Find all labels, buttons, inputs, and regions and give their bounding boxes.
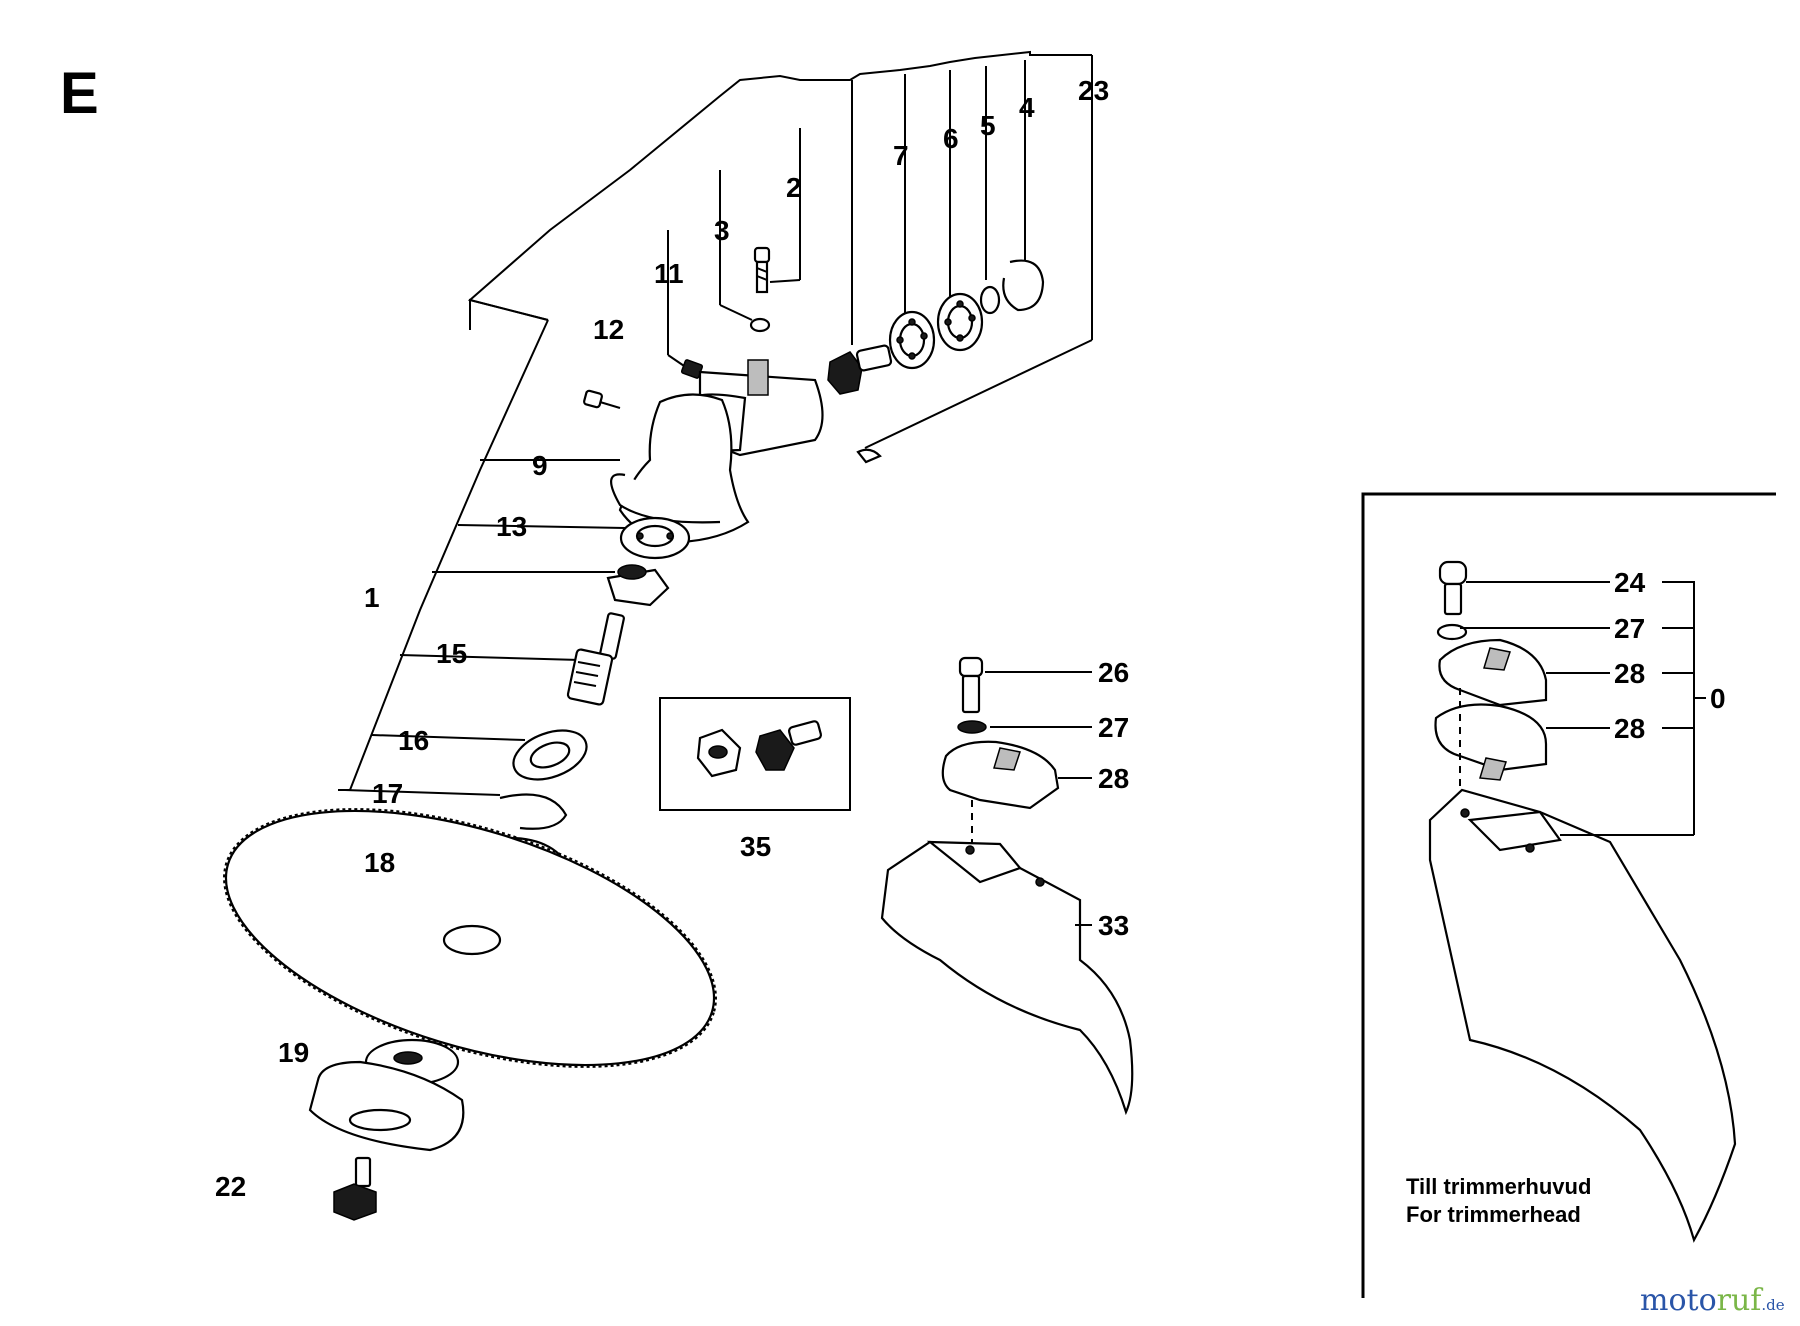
washer-part-3 bbox=[749, 317, 771, 333]
section-letter: E bbox=[60, 61, 99, 126]
inset-note-line1: Till trimmerhuvud bbox=[1406, 1174, 1591, 1199]
cutting-blade bbox=[223, 808, 717, 1068]
callout-12: 12 bbox=[593, 314, 624, 345]
shaft-part-15 bbox=[566, 612, 625, 706]
screw-part-2 bbox=[753, 246, 771, 294]
svg-text:motoruf.de: motoruf.de bbox=[1640, 1283, 1785, 1318]
watermark-logo: motoruf.de bbox=[1640, 1283, 1785, 1318]
watermark-part3: .de bbox=[1761, 1296, 1784, 1314]
callout-23: 23 bbox=[1078, 75, 1109, 106]
bearing-part-5 bbox=[936, 292, 984, 352]
callout-6: 6 bbox=[943, 123, 959, 154]
callout-11: 11 bbox=[654, 258, 684, 289]
circlip-part-4 bbox=[1002, 259, 1045, 312]
callout-4: 4 bbox=[1019, 92, 1035, 123]
gear-head-parts bbox=[223, 246, 1045, 1221]
ring-part bbox=[979, 285, 1001, 315]
callout-22: 22 bbox=[215, 1171, 246, 1202]
callout-26: 26 bbox=[1098, 657, 1129, 688]
guard-assembly bbox=[880, 656, 1134, 1116]
inset-panel bbox=[1361, 492, 1776, 1298]
inset-callout-28a: 28 bbox=[1614, 658, 1645, 689]
callout-28: 28 bbox=[1098, 763, 1129, 794]
ring-part-17 bbox=[499, 793, 568, 830]
watermark-part1: moto bbox=[1640, 1283, 1717, 1318]
callout-5: 5 bbox=[980, 110, 996, 141]
screw-part-12 bbox=[583, 389, 621, 409]
callout-16: 16 bbox=[398, 725, 429, 756]
clip-part bbox=[856, 448, 882, 464]
inset-callout-27: 27 bbox=[1614, 613, 1645, 644]
inset-callout-24: 24 bbox=[1614, 567, 1646, 598]
bearing-part-6 bbox=[888, 310, 936, 370]
inset-callout-0: 0 bbox=[1710, 683, 1726, 714]
callout-7: 7 bbox=[893, 140, 909, 171]
callout-3: 3 bbox=[714, 215, 730, 246]
kit-box-35 bbox=[659, 697, 851, 811]
watermark-part2: ruf bbox=[1717, 1283, 1764, 1318]
callout-1: 1 bbox=[364, 582, 380, 613]
assembly-bracket bbox=[338, 50, 1093, 796]
support-cup-part-19 bbox=[308, 1038, 465, 1152]
gear-housing bbox=[610, 359, 824, 544]
callout-17: 17 bbox=[372, 778, 403, 809]
callout-33: 33 bbox=[1098, 910, 1129, 941]
callout-18: 18 bbox=[364, 847, 395, 878]
inset-note-line2: For trimmerhead bbox=[1406, 1202, 1581, 1227]
callout-13: 13 bbox=[496, 511, 527, 542]
inset-callout-28b: 28 bbox=[1614, 713, 1645, 744]
bearing-part-13 bbox=[619, 516, 691, 560]
bevel-gear-part bbox=[606, 564, 670, 607]
callout-15: 15 bbox=[436, 638, 467, 669]
pinion-part-7 bbox=[827, 344, 893, 395]
bearing-part-16 bbox=[512, 729, 588, 781]
callout-27: 27 bbox=[1098, 712, 1129, 743]
callout-9: 9 bbox=[532, 450, 548, 481]
callout-2: 2 bbox=[786, 172, 802, 203]
bolt-part-22 bbox=[333, 1156, 377, 1221]
inset-bracket bbox=[1460, 581, 1706, 836]
callout-19: 19 bbox=[278, 1037, 309, 1068]
callout-35: 35 bbox=[740, 831, 771, 862]
